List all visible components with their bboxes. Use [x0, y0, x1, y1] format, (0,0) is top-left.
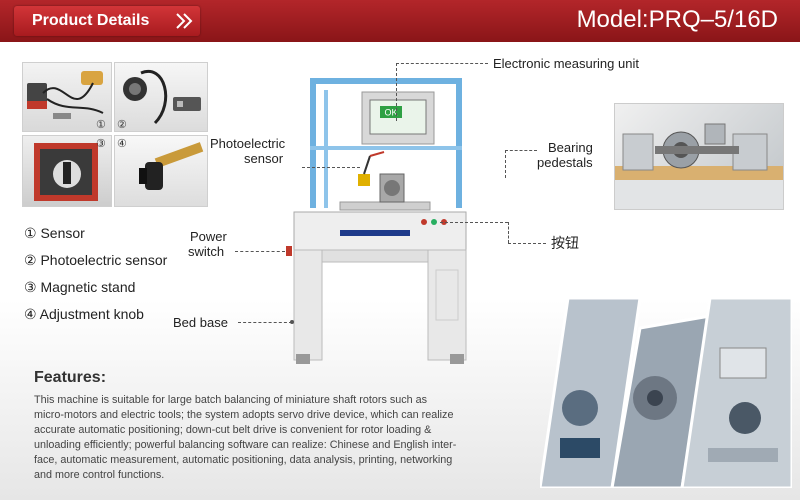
model-title: Model:PRQ–5/16D [576, 6, 778, 33]
bearing-pedestals-photo [614, 103, 784, 210]
collage-knob [729, 402, 761, 434]
label-photoelectric-line2: sensor [244, 151, 284, 166]
leader-measuring-unit-v [396, 63, 397, 121]
label-photoelectric-line1: Photoelectric [210, 136, 286, 151]
leader-button-h [508, 243, 546, 244]
vent-panel [435, 269, 459, 321]
label-power-line2: switch [188, 244, 225, 259]
frame-mid-bar [310, 146, 462, 150]
leader-measuring-unit-h [396, 63, 488, 64]
foot-left [296, 354, 310, 364]
label-button: 按钮 [551, 235, 579, 251]
legend-item-photoelectric-sensor: ② Photoelectric sensor [24, 252, 168, 268]
label-bed-base: Bed base [173, 315, 228, 330]
button-red [421, 219, 427, 225]
sensor-image [27, 71, 104, 119]
rotor [384, 180, 400, 196]
machine-detail-collage [540, 298, 792, 488]
leader-bearing-v [505, 150, 506, 178]
leader-power [235, 251, 285, 252]
magnetic-stand-image [34, 143, 98, 201]
power-switch [286, 246, 292, 256]
collage-servo [560, 438, 600, 458]
legend-item-sensor: ① Sensor [24, 225, 85, 241]
frame-right-post [456, 78, 462, 208]
features-description: This machine is suitable for large batch… [34, 393, 520, 483]
component-legend: ① Sensor ② Photoelectric sensor ③ Magnet… [24, 220, 167, 328]
button-green [431, 219, 437, 225]
features-line-3: accurate automatic positioning; down-cut… [34, 424, 432, 436]
header-bar: Product Details Model:PRQ–5/16D [0, 0, 800, 42]
magnetic-stand-photo [22, 135, 112, 207]
photo-number-3: ③ [96, 138, 106, 150]
adjustment-knob-image [139, 142, 204, 190]
features-line-1: This machine is suitable for large batch… [34, 394, 428, 406]
bed-left-leg [293, 249, 323, 361]
bed-crossbar [321, 249, 429, 263]
features-line-4: unloading efficiently; powerful balancin… [34, 439, 457, 451]
leader-bed-base-dot [290, 320, 294, 324]
leader-button-v [508, 222, 509, 243]
photoelectric-head [358, 174, 370, 186]
leader-photoelectric [302, 167, 360, 168]
collage-bearing [719, 347, 767, 379]
leader-bearing-h [505, 150, 537, 151]
ok-text: OK [384, 108, 397, 118]
label-power-line1: Power [190, 229, 227, 244]
label-bearing-line2: pedestals [537, 155, 593, 170]
features-line-5: face, automatic measurement, automatic p… [34, 454, 453, 466]
collage-rail [708, 448, 778, 462]
machine-table [339, 201, 431, 211]
foot-right [450, 354, 464, 364]
balancing-machine-illustration: OK [286, 78, 467, 364]
features-title: Features: [34, 369, 107, 386]
product-details-label: Product Details [32, 12, 150, 29]
leader-bed-base [238, 322, 292, 323]
adjustment-knob-photo [114, 135, 208, 207]
features-line-2: micro-motors and electric tools; the sys… [34, 409, 454, 421]
photo-number-4: ④ [117, 138, 127, 150]
legend-item-adjustment-knob: ④ Adjustment knob [24, 306, 144, 322]
label-electronic-measuring-unit: Electronic measuring unit [493, 56, 639, 71]
frame-top-bar [310, 78, 462, 84]
features-line-6: and more control functions. [34, 469, 165, 481]
leader-button-h2 [440, 222, 508, 223]
name-plate [340, 230, 410, 236]
product-details-tab[interactable]: Product Details [14, 6, 200, 36]
legend-item-magnetic-stand: ③ Magnetic stand [24, 279, 136, 295]
photoelectric-sensor-photo [114, 62, 208, 132]
collage-panel-3 [680, 298, 792, 488]
double-chevron-right-icon [176, 13, 193, 29]
photo-number-1: ① [96, 119, 106, 131]
bed-right-leg [427, 249, 467, 361]
bearing-pedestals-image [615, 123, 783, 209]
label-bearing-line1: Bearing [548, 140, 593, 155]
sensor-photo [22, 62, 112, 132]
photoelectric-sensor-image [123, 69, 201, 125]
frame-left-post [310, 78, 316, 208]
photo-number-2: ② [117, 119, 127, 131]
collage-motor [562, 390, 598, 426]
